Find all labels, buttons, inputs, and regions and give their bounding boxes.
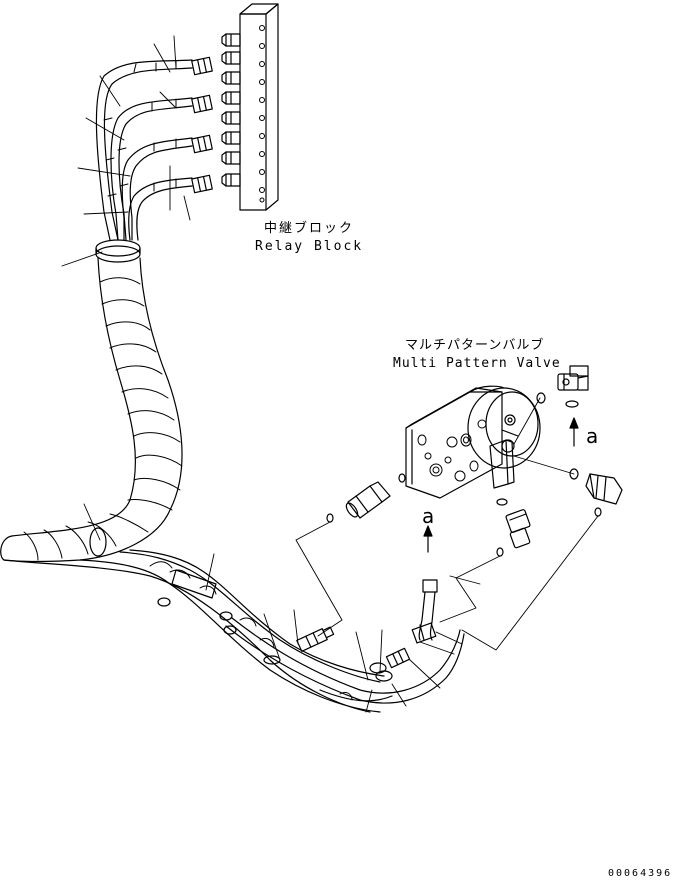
nipple-fitting-left (344, 482, 390, 519)
detail-arrows (424, 418, 578, 552)
relay-block-label-jp: 中継ブロック (264, 221, 355, 236)
fitting-below-valve (506, 509, 531, 548)
hose-end-nuts (192, 57, 213, 192)
elbow-fitting-top (558, 366, 588, 390)
leader-lines (62, 36, 462, 712)
elbow-fitting-right (586, 474, 622, 504)
multi-pattern-valve-label-en: Multi Pattern Valve (393, 356, 561, 371)
relay-block-label-en: Relay Block (255, 239, 364, 254)
detail-ref-lower: a (422, 504, 435, 528)
wrapped-hose-bundle (1, 258, 182, 562)
upper-hoses (96, 60, 192, 240)
multi-pattern-valve-label-jp: マルチパターンバルブ (405, 338, 545, 353)
lower-fittings (297, 580, 437, 668)
vertical-pipe-fitting (412, 580, 437, 643)
block-fittings (222, 34, 240, 186)
detail-ref-upper: a (586, 424, 599, 448)
multi-pattern-valve-drawing (406, 386, 540, 498)
connection-lines (296, 398, 598, 650)
bundle-clamp (96, 240, 140, 262)
lower-hoses (4, 550, 464, 712)
drawing-code: 00064396 (608, 868, 673, 879)
relay-block-drawing (222, 4, 278, 210)
